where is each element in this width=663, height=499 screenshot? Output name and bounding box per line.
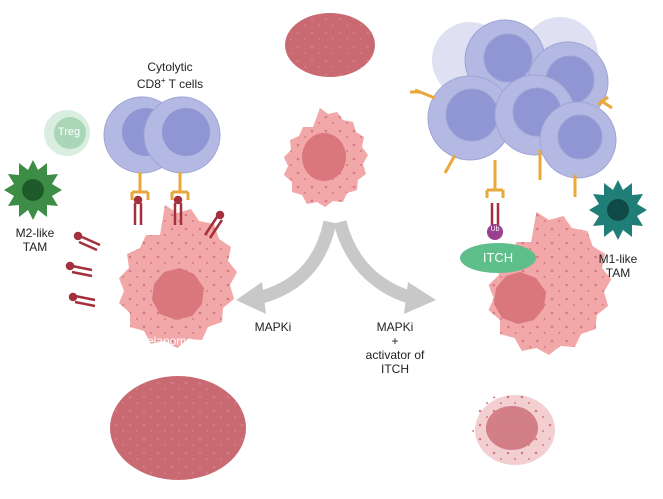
- treg-label: Treg: [57, 126, 81, 138]
- tcells-label: Cytolytic CD8+ T cells: [120, 60, 220, 91]
- treg-cell: [44, 110, 90, 156]
- mapki-itch-line4: ITCH: [381, 362, 409, 376]
- mapki-itch-line2: +: [391, 334, 399, 348]
- melanoma-cell-left: [119, 205, 237, 348]
- tumor-cluster-fragmented: [472, 393, 555, 465]
- mapki-itch-label: MAPKi + activator of ITCH: [355, 320, 435, 376]
- m2-label-line2: TAM: [22, 240, 48, 254]
- mapki-itch-line3: activator of: [365, 348, 425, 362]
- arrow-to-left: [236, 220, 337, 314]
- tcells-label-line2: T cells: [165, 77, 204, 91]
- cytolytic-t-cells-left: [103, 96, 221, 200]
- ub-tag: [487, 224, 503, 240]
- m1-label-line2: TAM: [605, 266, 631, 280]
- itch-label: ITCH: [482, 250, 514, 265]
- melanoma-label: Melanoma: [136, 334, 194, 348]
- mhc-receptor-right: [490, 203, 500, 225]
- melanoma-cell-center: [284, 108, 368, 207]
- cytolytic-t-cells-right: [410, 17, 617, 198]
- arrow-to-right: [333, 220, 436, 314]
- m2-tam-cell: [4, 160, 62, 220]
- m2-label-line1: M2-like: [15, 226, 55, 240]
- tcells-label-sup: +: [160, 76, 166, 85]
- melanoma-cell-right: [488, 212, 612, 355]
- mapki-itch-line1: MAPKi: [376, 320, 414, 334]
- mapki-left-label: MAPKi: [254, 320, 292, 334]
- tcells-label-cd8: CD8: [136, 77, 161, 91]
- tcells-label-line1: Cytolytic: [147, 60, 193, 74]
- mhc-receptors-left: [65, 195, 225, 308]
- itch-protein: [460, 243, 536, 273]
- tumor-cluster-top: [285, 13, 375, 77]
- ub-label: Ub: [490, 226, 500, 233]
- m1-label-line1: M1-like: [598, 252, 638, 266]
- tumor-cluster-large: [110, 376, 246, 480]
- m1-tam-cell: [589, 180, 647, 240]
